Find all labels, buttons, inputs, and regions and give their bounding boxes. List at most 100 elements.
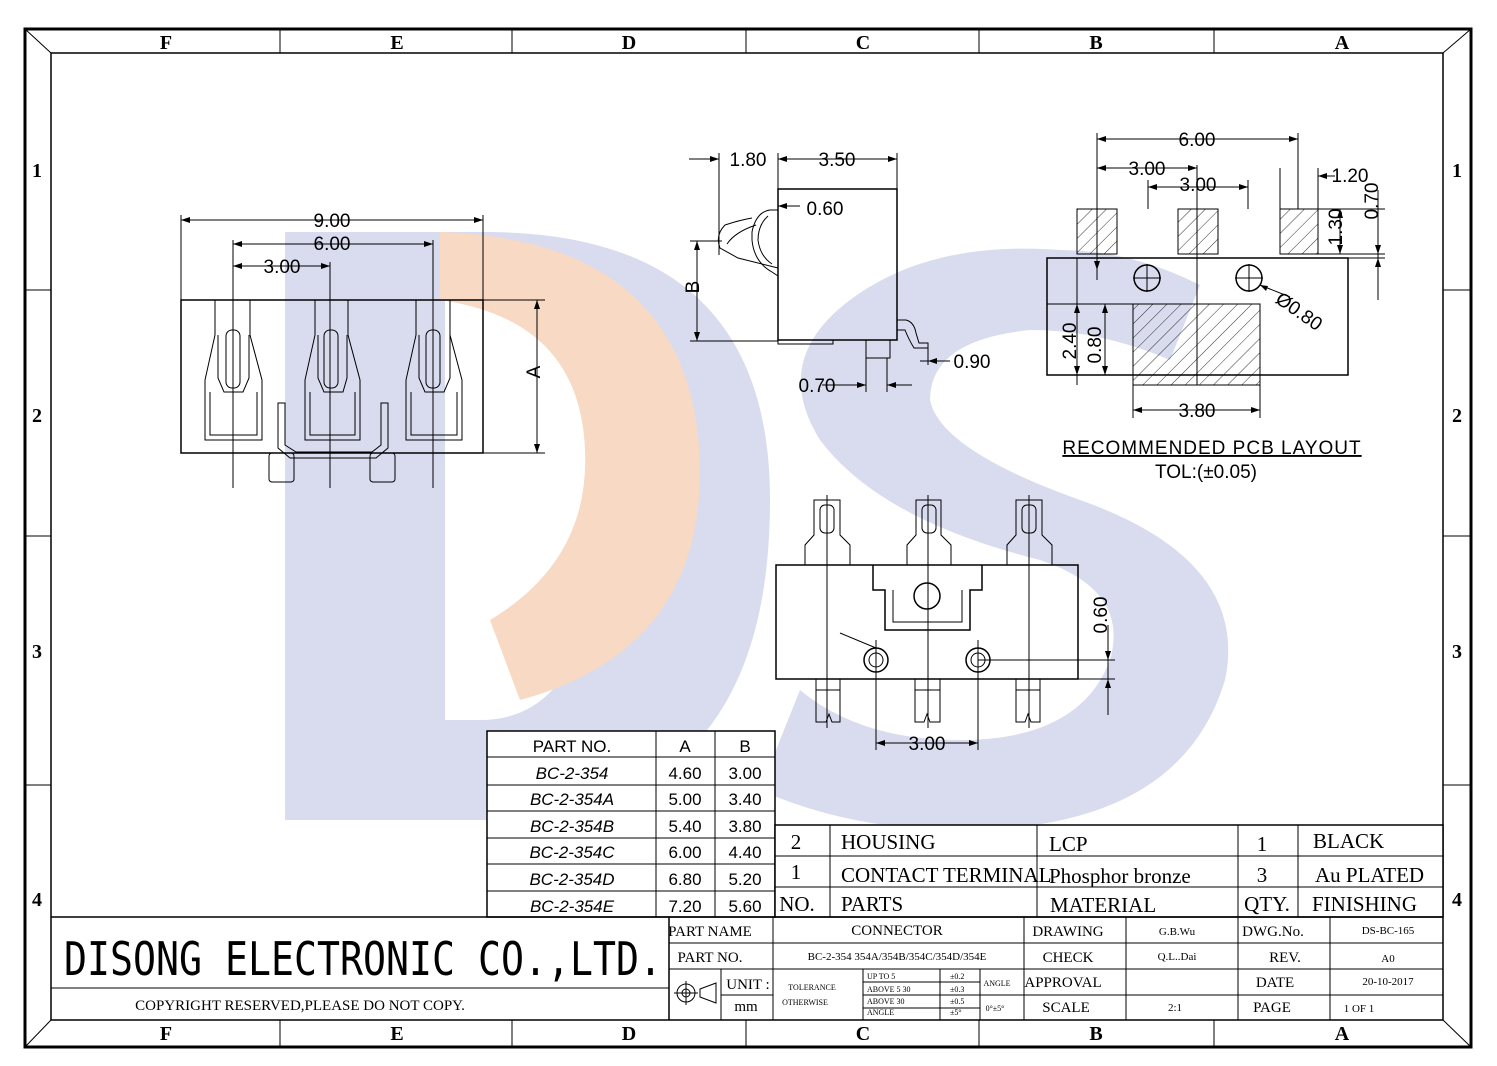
pcb-dim-300b: 3.00 <box>1180 175 1217 196</box>
scale-label: SCALE <box>1042 1000 1090 1016</box>
bom-cell: CONTACT TERMINAL <box>841 863 1051 887</box>
part-no: BC-2-354 354A/354B/354C/354D/354E <box>808 951 987 963</box>
zone-col-label: D <box>622 1023 636 1045</box>
bom-header: FINISHING <box>1312 892 1417 916</box>
pcb-title: RECOMMENDED PCB LAYOUT <box>1062 438 1361 459</box>
zone-row-label: 1 <box>1452 160 1462 182</box>
bom-header: NO. <box>779 892 815 916</box>
approval-label: APPROVAL <box>1024 975 1101 991</box>
zone-col-label: A <box>1335 1023 1350 1045</box>
part-name: CONNECTOR <box>851 923 942 939</box>
bom-header: QTY. <box>1244 892 1290 916</box>
check-label: CHECK <box>1043 950 1094 966</box>
tol-range: UP TO 5 <box>867 972 895 981</box>
pcb-tolerance: TOL:(±0.05) <box>1155 462 1257 483</box>
pcb-dim-380: 3.80 <box>1179 401 1216 422</box>
zone-col-label: C <box>856 1023 870 1045</box>
angle-value: 0°±5° <box>986 1004 1005 1013</box>
projection-symbol-icon <box>674 981 717 1005</box>
top-dim-060: 0.60 <box>1091 597 1112 634</box>
unit-value: mm <box>734 999 758 1015</box>
part-table-cell: BC-2-354 <box>536 764 609 783</box>
dim-B: B <box>683 281 704 294</box>
part-table-cell: 4.40 <box>728 843 761 862</box>
bom-cell: HOUSING <box>841 830 936 854</box>
bom-header: PARTS <box>841 892 903 916</box>
otherwise-label: OTHERWISE <box>782 998 828 1007</box>
dim-350: 3.50 <box>819 150 856 171</box>
zone-col-label: A <box>1335 32 1350 54</box>
dim-9: 9.00 <box>314 211 351 232</box>
part-table-cell: 7.20 <box>668 897 701 916</box>
part-name-label: PART NAME <box>668 924 752 940</box>
pcb-dim-080: 0.80 <box>1085 327 1106 364</box>
dim-A: A <box>524 365 545 378</box>
bom-cell: 3 <box>1257 863 1268 887</box>
zone-row-label: 2 <box>32 405 42 427</box>
tol-value: ±5° <box>950 1008 962 1017</box>
pcb-dim-240: 2.40 <box>1060 323 1081 360</box>
dim-070: 0.70 <box>799 376 836 397</box>
pcb-dim-600: 6.00 <box>1179 130 1216 151</box>
pcb-dim-130: 1.30 <box>1326 209 1347 246</box>
zone-row-label: 1 <box>32 160 42 182</box>
dim-090: 0.90 <box>954 352 991 373</box>
drawing-label: DRAWING <box>1032 924 1103 940</box>
part-table-cell: 5.60 <box>728 897 761 916</box>
bom-cell: 1 <box>791 860 802 884</box>
dim-6: 6.00 <box>314 234 351 255</box>
pcb-dim-phi: Ø0.80 <box>1271 289 1325 336</box>
part-table-cell: 3.00 <box>728 764 761 783</box>
part-table-header: B <box>739 737 750 756</box>
pcb-dim-300a: 3.00 <box>1129 159 1166 180</box>
bom-cell: 1 <box>1257 832 1268 856</box>
check-value: Q.L..Dai <box>1158 951 1197 963</box>
date-value: 20-10-2017 <box>1362 976 1414 988</box>
zone-col-label: E <box>390 1023 403 1045</box>
part-table-cell: BC-2-354C <box>529 843 615 862</box>
part-table-cell: 6.00 <box>668 843 701 862</box>
bom-cell: LCP <box>1049 832 1088 856</box>
copyright: COPYRIGHT RESERVED,PLEASE DO NOT COPY. <box>135 998 465 1014</box>
dim-180: 1.80 <box>730 150 767 171</box>
zone-row-label: 4 <box>1452 889 1462 911</box>
bom-cell: 2 <box>791 830 802 854</box>
part-table-cell: 4.60 <box>668 764 701 783</box>
part-table-cell: 3.80 <box>728 817 761 836</box>
tol-range: ANGLE <box>867 1008 894 1017</box>
part-table-cell: BC-2-354A <box>530 790 614 809</box>
title-block: DISONG ELECTRONIC CO.,LTD. COPYRIGHT RES… <box>51 916 1443 1020</box>
drawing-value: G.B.Wu <box>1159 926 1196 938</box>
zone-col-label: B <box>1089 1023 1102 1045</box>
zone-row-label: 3 <box>1452 641 1462 663</box>
zone-labels: F E D C B A F E D C B A 1 2 3 4 1 2 3 4 <box>32 32 1462 1045</box>
bom-cell: Au PLATED <box>1315 863 1424 887</box>
zone-col-label: D <box>622 32 636 54</box>
top-dim-300: 3.00 <box>909 734 946 755</box>
part-table-cell: 5.20 <box>728 870 761 889</box>
company-name: DISONG ELECTRONIC CO.,LTD. <box>64 932 662 986</box>
outer-border <box>23 27 1473 1049</box>
page-value: 1 OF 1 <box>1344 1003 1375 1015</box>
zone-col-label: C <box>856 32 870 54</box>
bom-table: 2 HOUSING LCP 1 BLACK 1 CONTACT TERMINAL… <box>774 824 1444 918</box>
zone-col-label: E <box>390 32 403 54</box>
date-label: DATE <box>1256 975 1294 991</box>
part-table-cell: 3.40 <box>728 790 761 809</box>
bom-cell: Phosphor bronze <box>1049 864 1191 888</box>
dwg-value: DS-BC-165 <box>1362 925 1415 937</box>
angle-label: ANGLE <box>983 979 1010 988</box>
zone-row-label: 2 <box>1452 405 1462 427</box>
part-table-cell: BC-2-354D <box>529 870 614 889</box>
front-view: 9.00 6.00 3.00 A <box>180 211 545 488</box>
bom-header: MATERIAL <box>1050 893 1156 917</box>
bom-cell: BLACK <box>1313 829 1384 853</box>
pcb-layout: 6.00 3.00 3.00 1.20 0.70 1.30 Ø0.80 2.40… <box>1046 130 1385 483</box>
rev-value: A0 <box>1381 953 1395 965</box>
scale-value: 2:1 <box>1168 1002 1182 1014</box>
part-table-cell: BC-2-354E <box>530 897 615 916</box>
zone-col-label: F <box>160 32 172 54</box>
rev-label: REV. <box>1269 950 1301 966</box>
zone-col-label: B <box>1089 32 1102 54</box>
